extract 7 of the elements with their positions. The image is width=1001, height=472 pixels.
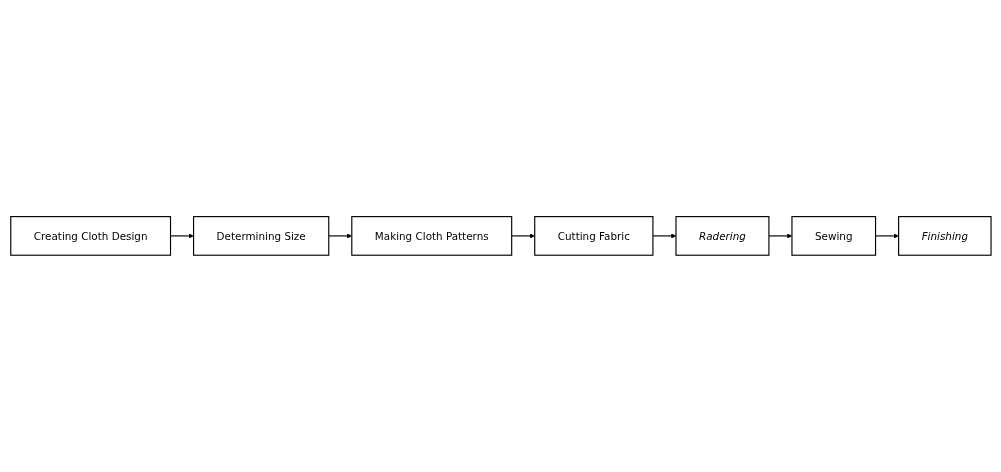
node-box: Making Cloth Patterns — [350, 216, 512, 256]
node-box: Finishing — [897, 216, 992, 256]
node-box: Cutting Fabric — [533, 216, 654, 256]
node-box: Radering — [675, 216, 770, 256]
node-box: Determining Size — [192, 216, 329, 256]
node-box: Creating Cloth Design — [9, 216, 171, 256]
node-box: Sewing — [791, 216, 876, 256]
